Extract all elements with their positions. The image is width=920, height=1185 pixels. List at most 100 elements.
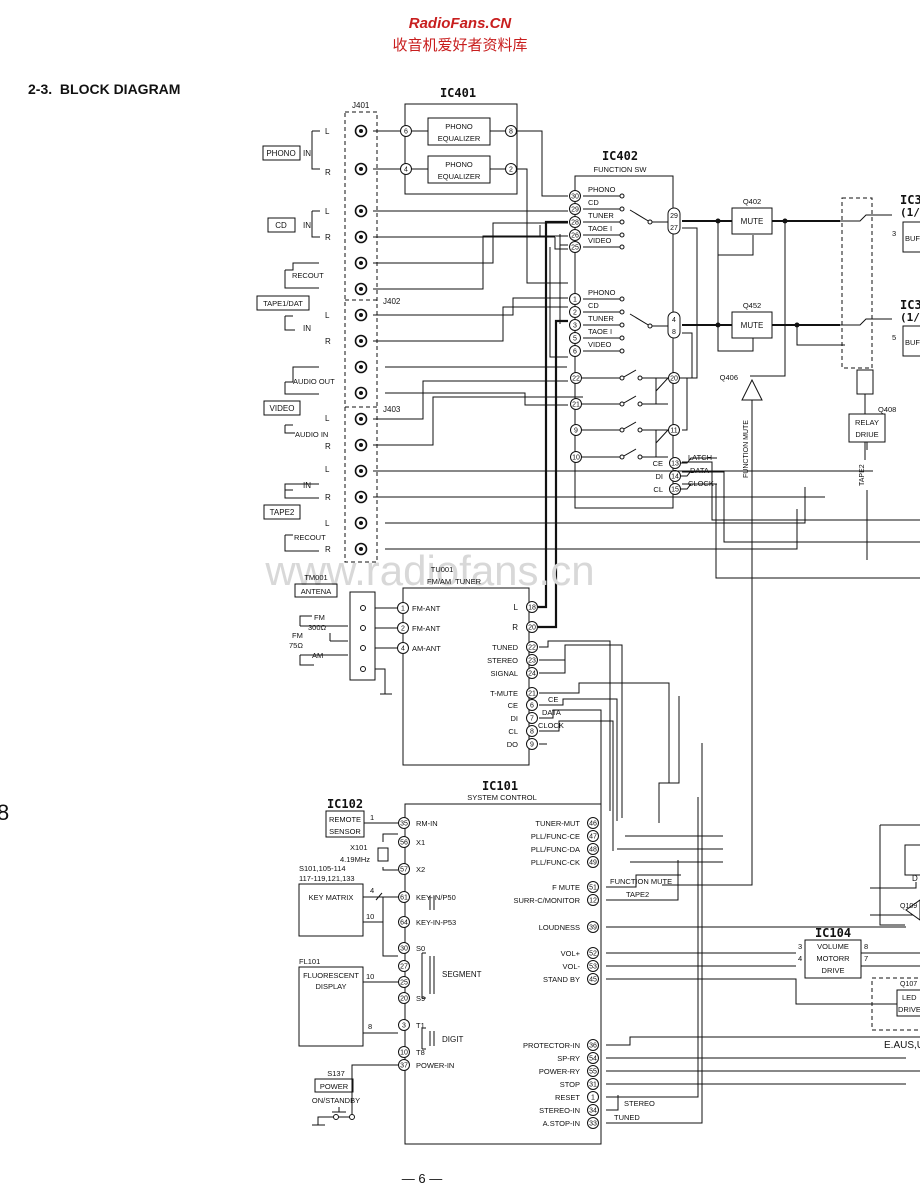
ic401-pin-c-num: 4 xyxy=(404,167,408,174)
tuner-ctrl-pin-num: 7 xyxy=(530,716,534,723)
ant-terminal xyxy=(360,645,366,651)
net-tuned: TUNED xyxy=(614,1113,640,1122)
key-matrix-label: KEY MATRIX xyxy=(309,893,354,902)
tuner-status-label: TUNED xyxy=(492,643,518,652)
ic402-sw-pin xyxy=(570,451,582,463)
tuner-status-label: SIGNAL xyxy=(490,669,518,678)
ic401-pin-d xyxy=(505,163,517,175)
tuner-ctrl-label: DO xyxy=(507,740,518,749)
ic101-right-pin xyxy=(587,1052,599,1064)
ic101-right-pin xyxy=(587,1078,599,1090)
tape2-r: R xyxy=(325,493,331,502)
tuner-ctrl-pin xyxy=(526,687,538,699)
fm300-l1: FM xyxy=(314,613,325,622)
ic101-left-pin-num: 10 xyxy=(400,1050,408,1057)
ic101-right-label: A.STOP-IN xyxy=(543,1119,580,1128)
tuner-in-pin xyxy=(397,642,409,654)
cd-in: IN xyxy=(303,221,311,230)
tape1-l: L xyxy=(325,311,330,320)
ic101-left-label: RM-IN xyxy=(416,819,438,828)
ic101-left-pin-num: 3 xyxy=(402,1023,406,1030)
ic402-ctrl-pin xyxy=(669,457,681,469)
ic101-right-label: STAND BY xyxy=(543,975,580,984)
display-line1: FLUORESCENT xyxy=(303,971,359,980)
video-audio-out: AUDIO OUT xyxy=(293,377,335,386)
ic101-right-pin xyxy=(587,1039,599,1051)
ic101-right-pin xyxy=(587,921,599,933)
ic402-upper-label: PHONO xyxy=(588,185,616,194)
ic101-right-pin-num: 34 xyxy=(589,1108,597,1115)
ic104-line1: VOLUME xyxy=(817,942,849,951)
ic101-right-wires xyxy=(606,743,920,1124)
ic101-left-pin-num: 20 xyxy=(400,996,408,1003)
tuner-ctrl-pin xyxy=(526,699,538,711)
ic101-left-pin xyxy=(398,960,410,972)
ic101-left-pin xyxy=(398,942,410,954)
power-sub: ON/STANDBY xyxy=(312,1096,360,1105)
ic101-right-pin-num: 39 xyxy=(589,925,597,932)
edge-region: E.AUS,U xyxy=(884,1040,920,1051)
ic402-lower-pin-num: 6 xyxy=(573,349,577,356)
edge-led: LED xyxy=(902,993,917,1002)
keys-refs1: S101,105-114 xyxy=(299,864,346,873)
ic101-left-pin xyxy=(398,863,410,875)
ic402-title: IC402 xyxy=(602,149,638,163)
tuner-ctrl-label: DI xyxy=(511,714,519,723)
ic402-switch xyxy=(582,369,668,379)
site-subtitle: 收音机爱好者资料库 xyxy=(392,37,527,54)
key-matrix-box xyxy=(298,883,364,937)
ic101-braces xyxy=(421,896,435,1050)
crystal-freq: 4.19MHz xyxy=(340,855,370,864)
tuner-out-pin-num: 20 xyxy=(528,625,536,632)
net-stereo: STEREO xyxy=(624,1099,655,1108)
tuner-in-label: FM-ANT xyxy=(412,624,441,633)
keys-refs2: 117-119,121,133 xyxy=(299,874,355,883)
ic101-right-label: STOP xyxy=(560,1080,580,1089)
ic402-sw-out xyxy=(668,424,680,436)
ic402-sw-link xyxy=(655,377,669,392)
fm300-l2: 300Ω xyxy=(308,623,327,632)
tuner-status-pin xyxy=(526,641,538,653)
ic402-lower-pin-num: 2 xyxy=(573,310,577,317)
phono-group-label: PHONO xyxy=(266,149,295,158)
tuner-clock-flag: CLOCK xyxy=(538,721,564,730)
ic101-right-pin xyxy=(587,881,599,893)
eq-stage-1: PHONO EQUALIZER xyxy=(427,117,491,146)
phono-in: IN xyxy=(303,149,311,158)
ic402-contact xyxy=(619,206,625,212)
ic101-right-pin xyxy=(587,1117,599,1129)
ic101-right-label: STEREO-IN xyxy=(539,1106,580,1115)
ic401-title: IC401 xyxy=(440,86,476,100)
ic101-left-pin-num: 56 xyxy=(400,840,408,847)
ic402-sw-link xyxy=(655,429,669,444)
ic101-left-pin xyxy=(398,1059,410,1071)
key-wires xyxy=(363,892,398,957)
tuner-status-pin xyxy=(526,667,538,679)
net-tape2: TAPE2 xyxy=(626,890,649,899)
ic402-lower-label: TAOE I xyxy=(588,327,612,336)
ic101-box xyxy=(404,803,602,1145)
ic101-right-label: RESET xyxy=(555,1093,580,1102)
tuner-in-pin-num: 4 xyxy=(401,646,405,653)
ant-terminal xyxy=(360,625,366,631)
ic402-sw-contact xyxy=(619,427,625,433)
ic101-right-label: PLL/FUNC-DA xyxy=(531,845,580,854)
ic104-pin-l2: 4 xyxy=(798,954,802,963)
buf-top: BUFI xyxy=(905,234,920,243)
q452-label: Q452 xyxy=(743,301,761,310)
tuner-out-pin-num: 18 xyxy=(528,605,536,612)
j403-label: J403 xyxy=(383,405,401,414)
ic3-bot: IC3 xyxy=(900,298,920,312)
ic104-pin-l1: 3 xyxy=(798,942,802,951)
jack-sockets xyxy=(354,124,368,556)
ic402-lower-pin-num: 5 xyxy=(573,336,577,343)
display-wires xyxy=(363,981,398,1034)
ic101-title: IC101 xyxy=(482,779,518,793)
j401-label: J401 xyxy=(352,101,370,110)
ic101-left-pin xyxy=(398,976,410,988)
tape1-group-label: TAPE1/DAT xyxy=(263,299,303,308)
mute-label-2: MUTE xyxy=(741,321,764,330)
ic402-switch xyxy=(582,395,668,405)
jack-socket-core xyxy=(359,261,363,265)
